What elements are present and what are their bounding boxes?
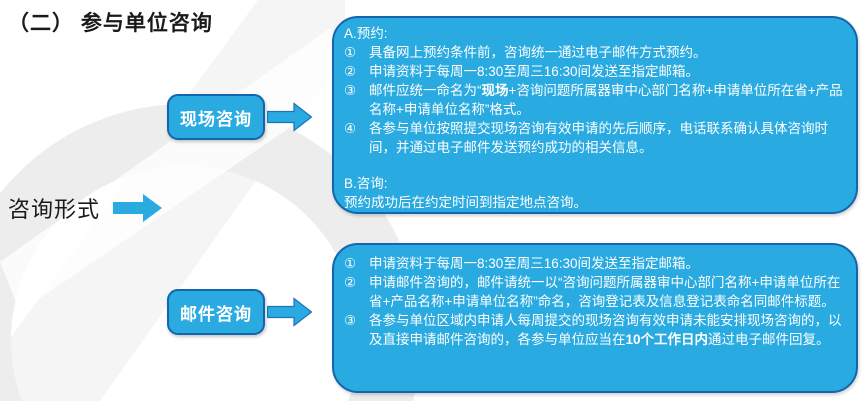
item-text-segment: 通过电子邮件回复。 [708, 332, 830, 347]
item-text: 申请资料于每周一8:30至周三16:30间发送至指定邮箱。 [369, 254, 846, 273]
mail-consult-detail-box: ① 申请资料于每周一8:30至周三16:30间发送至指定邮箱。 ② 申请邮件咨询的，邮… [332, 243, 858, 393]
node-mail-label: 邮件咨询 [180, 304, 252, 324]
item-number-icon: ② [344, 275, 357, 290]
mail-list: ① 申请资料于每周一8:30至周三16:30间发送至指定邮箱。 ② 申请邮件咨询的，邮… [344, 254, 846, 349]
arrow-right-icon [113, 194, 162, 222]
arrow-shape [113, 194, 162, 222]
node-site-label: 现场咨询 [180, 109, 252, 129]
arrow-right-icon [267, 102, 313, 132]
section-b-heading: B.咨询: [344, 176, 388, 191]
item-text-segment: 申请资料于每周一8:30至周三16:30间发送至指定邮箱。 [369, 256, 700, 271]
watermark-slash [0, 28, 368, 312]
item-text-bold: 现场 [481, 83, 509, 98]
item-number-icon: ② [344, 64, 357, 79]
section-b-body: 预约成功后在约定时间到指定地点咨询。 [344, 195, 587, 210]
item-text-segment: 申请资料于每周一8:30至周三16:30间发送至指定邮箱。 [369, 64, 700, 79]
site-consult-detail-box: A.预约: ① 具备网上预约条件前，咨询统一通过电子邮件方式预约。 ② 申请资料于每周… [332, 16, 858, 214]
item-text: 具备网上预约条件前，咨询统一通过电子邮件方式预约。 [369, 43, 846, 62]
list-item: ② 申请资料于每周一8:30至周三16:30间发送至指定邮箱。 [344, 62, 846, 81]
item-text-segment: 各参与单位区域内申请人每周提交的现场咨询有效申请未能安排现场咨询的，以及直接申请… [369, 313, 842, 347]
list-item: ① 申请资料于每周一8:30至周三16:30间发送至指定邮箱。 [344, 254, 846, 273]
consult-form-label: 咨询形式 [8, 197, 101, 222]
list-item: ② 申请邮件咨询的，邮件请统一以“咨询问题所属器审中心部门名称+申请单位所在省+产… [344, 273, 846, 311]
item-text-segment: 申请邮件咨询的，邮件请统一以“咨询问题所属器审中心部门名称+申请单位所在省+产品… [369, 275, 841, 309]
item-number-icon: ① [344, 45, 357, 60]
list-item: ④ 各参与单位按照提交现场咨询有效申请的先后顺序，电话联系确认具体咨询时间，并通过… [344, 119, 846, 157]
arrow-shape [267, 297, 313, 327]
page-title: （二） 参与单位咨询 [8, 12, 213, 35]
node-mail-consult: 邮件咨询 [167, 289, 265, 335]
item-text-segment: +咨询问题所属器审中心部门名称+申请单位所在省+产品名称+申请单位名称”格式。 [369, 83, 843, 117]
item-text: 邮件应统一命名为“现场+咨询问题所属器审中心部门名称+申请单位所在省+产品名称+… [369, 81, 846, 119]
item-text-segment: 邮件应统一命名为“ [369, 83, 482, 98]
section-a-heading: A.预约: [344, 26, 388, 41]
list-item: ③ 各参与单位区域内申请人每周提交的现场咨询有效申请未能安排现场咨询的，以及直接申… [344, 311, 846, 349]
arrow-shape [267, 102, 313, 132]
arrow-right-icon [267, 297, 313, 327]
item-number-icon: ④ [344, 121, 357, 136]
item-text-bold: 10个工作日内 [625, 332, 709, 347]
item-text-segment: 各参与单位按照提交现场咨询有效申请的先后顺序，电话联系确认具体咨询时间，并通过电… [369, 121, 828, 155]
list-item: ① 具备网上预约条件前，咨询统一通过电子邮件方式预约。 [344, 43, 846, 62]
item-text: 申请资料于每周一8:30至周三16:30间发送至指定邮箱。 [369, 62, 846, 81]
item-text: 各参与单位区域内申请人每周提交的现场咨询有效申请未能安排现场咨询的，以及直接申请… [369, 311, 846, 349]
item-number-icon: ① [344, 256, 357, 271]
item-text: 申请邮件咨询的，邮件请统一以“咨询问题所属器审中心部门名称+申请单位所在省+产品… [369, 273, 846, 311]
item-text-segment: 具备网上预约条件前，咨询统一通过电子邮件方式预约。 [369, 45, 707, 60]
item-text: 各参与单位按照提交现场咨询有效申请的先后顺序，电话联系确认具体咨询时间，并通过电… [369, 119, 846, 157]
node-site-consult: 现场咨询 [167, 94, 265, 140]
item-number-icon: ③ [344, 313, 357, 328]
section-a-list: ① 具备网上预约条件前，咨询统一通过电子邮件方式预约。 ② 申请资料于每周一8:30至… [344, 43, 846, 157]
item-number-icon: ③ [344, 83, 357, 98]
list-item: ③ 邮件应统一命名为“现场+咨询问题所属器审中心部门名称+申请单位所在省+产品名称… [344, 81, 846, 119]
